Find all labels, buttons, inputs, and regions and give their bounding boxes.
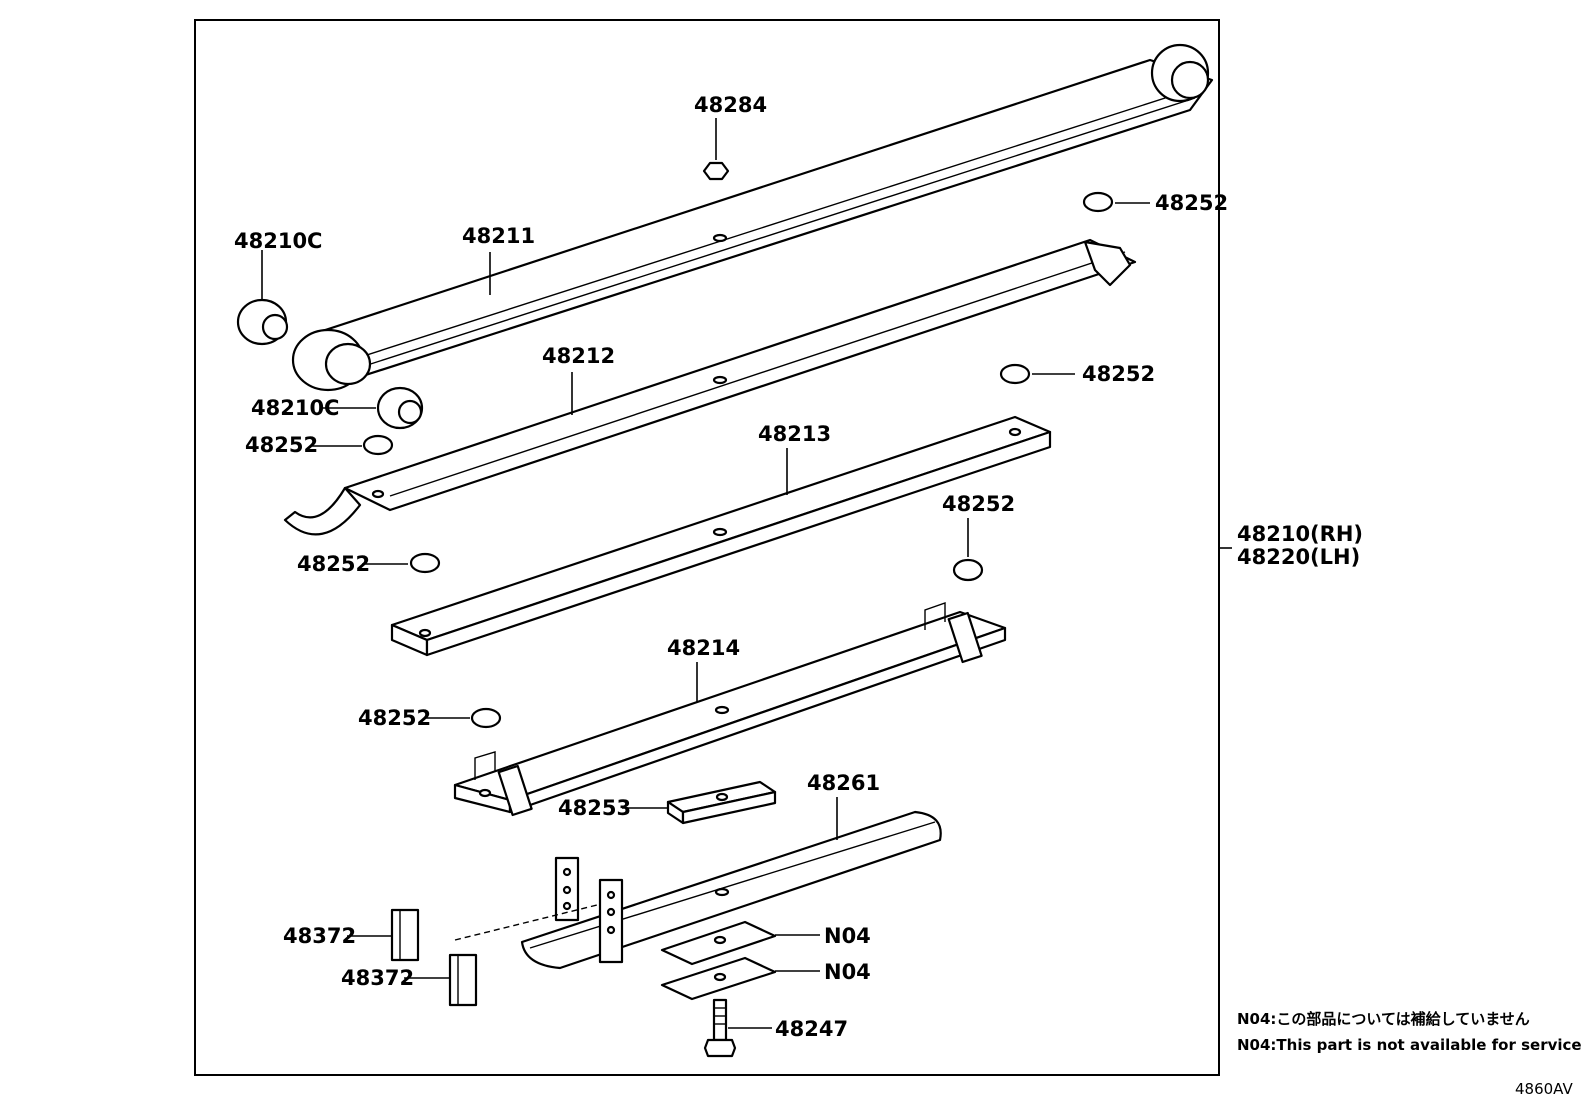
label-48212: 48212 [542,344,615,368]
label-48214: 48214 [667,636,740,660]
note-english: N04:This part is not available for servi… [1237,1036,1582,1054]
label-48252-b: 48252 [245,433,318,457]
label-48253: 48253 [558,796,631,820]
label-n04-a: N04 [824,924,871,948]
leaf-48261 [520,810,942,970]
label-48252-f: 48252 [358,706,431,730]
plate-n04-lower [660,956,820,1001]
leaf-48212 [283,238,1137,536]
bolt-48247 [703,998,772,1058]
label-48252-c: 48252 [1082,362,1155,386]
cap-48252-b [312,434,394,456]
bushing-48210c-lower [322,386,424,430]
leaf-48213 [390,415,1052,657]
leaf-48214 [453,602,1007,817]
label-n04-b: N04 [824,960,871,984]
cap-48252-e [362,552,441,574]
label-assembly-rh: 48210(RH) [1237,522,1363,546]
label-48210c-b: 48210C [251,396,339,420]
cap-48252-d [952,518,984,582]
label-48252-d: 48252 [942,492,1015,516]
label-48252-e: 48252 [297,552,370,576]
label-48252-a: 48252 [1155,191,1228,215]
cap-48252-c [999,363,1075,385]
label-48211: 48211 [462,224,535,248]
plate-n04-upper [660,920,820,966]
leaf-48211 [291,43,1214,392]
bushing-48210c-upper [236,250,289,346]
cap-48252-a [1082,191,1150,213]
spacer-48253 [622,780,777,825]
note-japanese: N04:この部品については補給していません [1237,1010,1530,1028]
label-assembly-lh: 48220(LH) [1237,545,1360,569]
clip-48372-a [347,908,420,962]
figure-code: 4860AV [1515,1080,1573,1098]
label-48213: 48213 [758,422,831,446]
label-48261: 48261 [807,771,880,795]
clip-48372-b [404,953,478,1007]
label-48372-b: 48372 [341,966,414,990]
nut-48284 [702,118,730,181]
cap-48252-f [424,707,502,729]
label-48284: 48284 [694,93,767,117]
alignment-dashed-line [454,904,598,941]
clip-48261-right [598,878,624,964]
clip-48261-left [554,856,580,922]
label-48210c-a: 48210C [234,229,322,253]
label-48247: 48247 [775,1017,848,1041]
label-48372-a: 48372 [283,924,356,948]
